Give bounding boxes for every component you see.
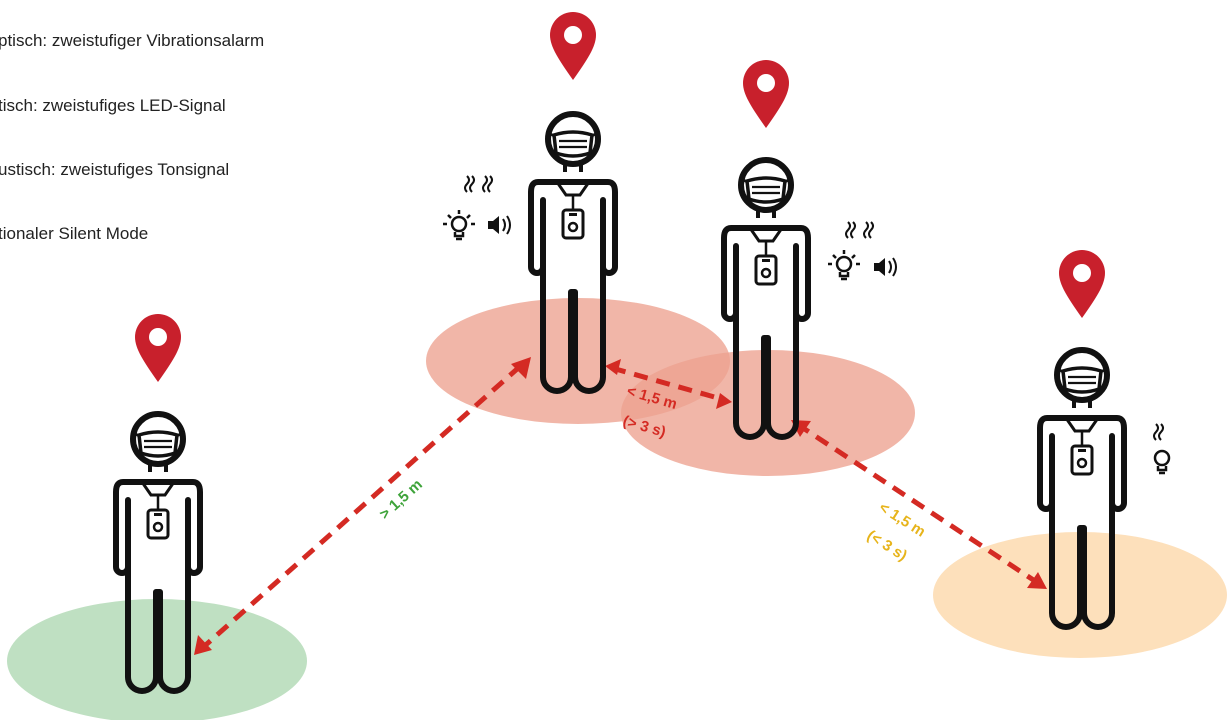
- vibration-icon: [1153, 423, 1164, 441]
- led-light-icon: [1153, 449, 1171, 475]
- person-figure: [724, 160, 808, 437]
- person-figure: [531, 114, 615, 391]
- legend-item-led: tisch: zweistufiges LED-Signal: [0, 96, 226, 115]
- legend-item-vibration: ptisch: zweistufiger Vibrationsalarm: [0, 31, 265, 50]
- person-figure: [116, 414, 200, 691]
- person-figure: [1040, 350, 1124, 627]
- location-pin-icon: [135, 314, 181, 382]
- legend-item-silent-mode: tionaler Silent Mode: [0, 224, 149, 243]
- location-pin-icon: [743, 60, 789, 128]
- speaker-icon: [487, 215, 511, 235]
- led-light-icon: [835, 255, 853, 281]
- vibration-icon: [464, 175, 475, 193]
- danger-distance-arrow: [605, 359, 732, 409]
- vibration-icon: [863, 221, 874, 239]
- warning-duration-label: (< 3 s): [864, 527, 910, 565]
- location-pin-icon: [550, 12, 596, 80]
- led-light-icon: [450, 215, 468, 241]
- safe-distance-arrow: [194, 357, 531, 655]
- vibration-icon: [482, 175, 493, 193]
- speaker-icon: [873, 257, 897, 277]
- safe-distance-label: > 1,5 m: [376, 476, 425, 523]
- vibration-icon: [845, 221, 856, 239]
- legend: ptisch: zweistufiger Vibrationsalarm tis…: [0, 0, 360, 260]
- location-pin-icon: [1059, 250, 1105, 318]
- legend-item-sound: ustisch: zweistufiges Tonsignal: [0, 160, 230, 179]
